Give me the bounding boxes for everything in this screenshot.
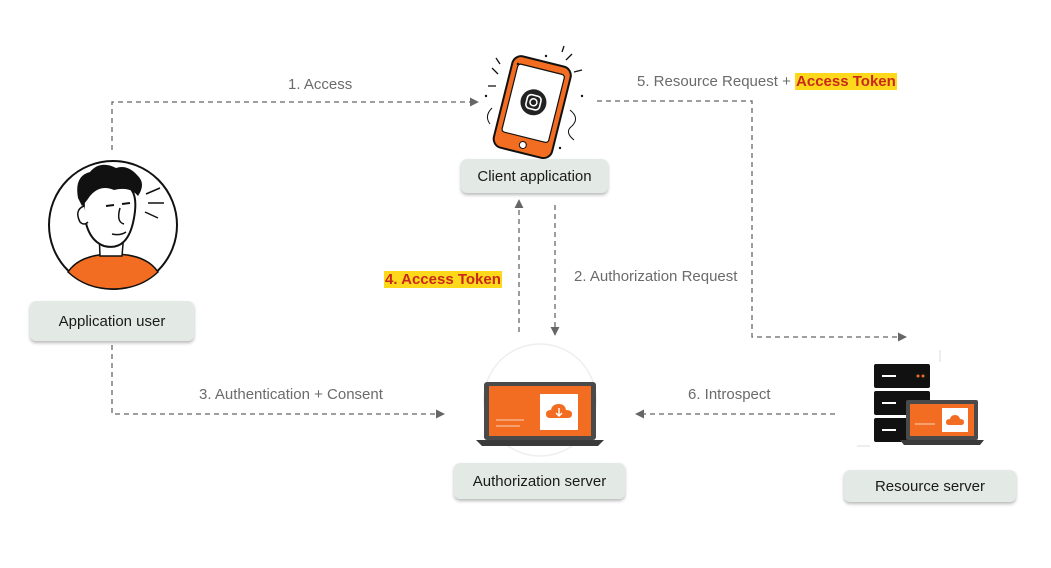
smartphone-icon xyxy=(484,45,584,160)
edge-label-resource-request: 5. Resource Request + Access Token xyxy=(637,73,897,91)
application-user-label: Application user xyxy=(30,301,194,341)
arrow-resource-request xyxy=(597,100,907,342)
person-avatar-icon xyxy=(48,160,178,290)
edge-label-access-token-return: 4. Access Token xyxy=(384,271,502,289)
server-stack-icon xyxy=(857,350,984,447)
arrows xyxy=(111,97,907,419)
resource-request-text: 5. Resource Request + xyxy=(637,73,796,90)
laptop-cloud-icon xyxy=(476,343,604,457)
resource-server-label: Resource server xyxy=(844,470,1016,502)
edge-label-introspect: 6. Introspect xyxy=(688,386,771,403)
arrow-authentication-consent xyxy=(111,345,445,419)
resource-request-token-highlight: Access Token xyxy=(795,73,897,90)
edge-label-authorization-request: 2. Authorization Request xyxy=(574,268,738,285)
client-application-label: Client application xyxy=(461,159,608,193)
access-token-highlight: 4. Access Token xyxy=(384,271,502,288)
authorization-server-label: Authorization server xyxy=(454,463,625,499)
edge-label-authentication-consent: 3. Authentication + Consent xyxy=(199,386,383,403)
arrow-access xyxy=(111,97,479,150)
edge-label-access: 1. Access xyxy=(288,76,353,93)
